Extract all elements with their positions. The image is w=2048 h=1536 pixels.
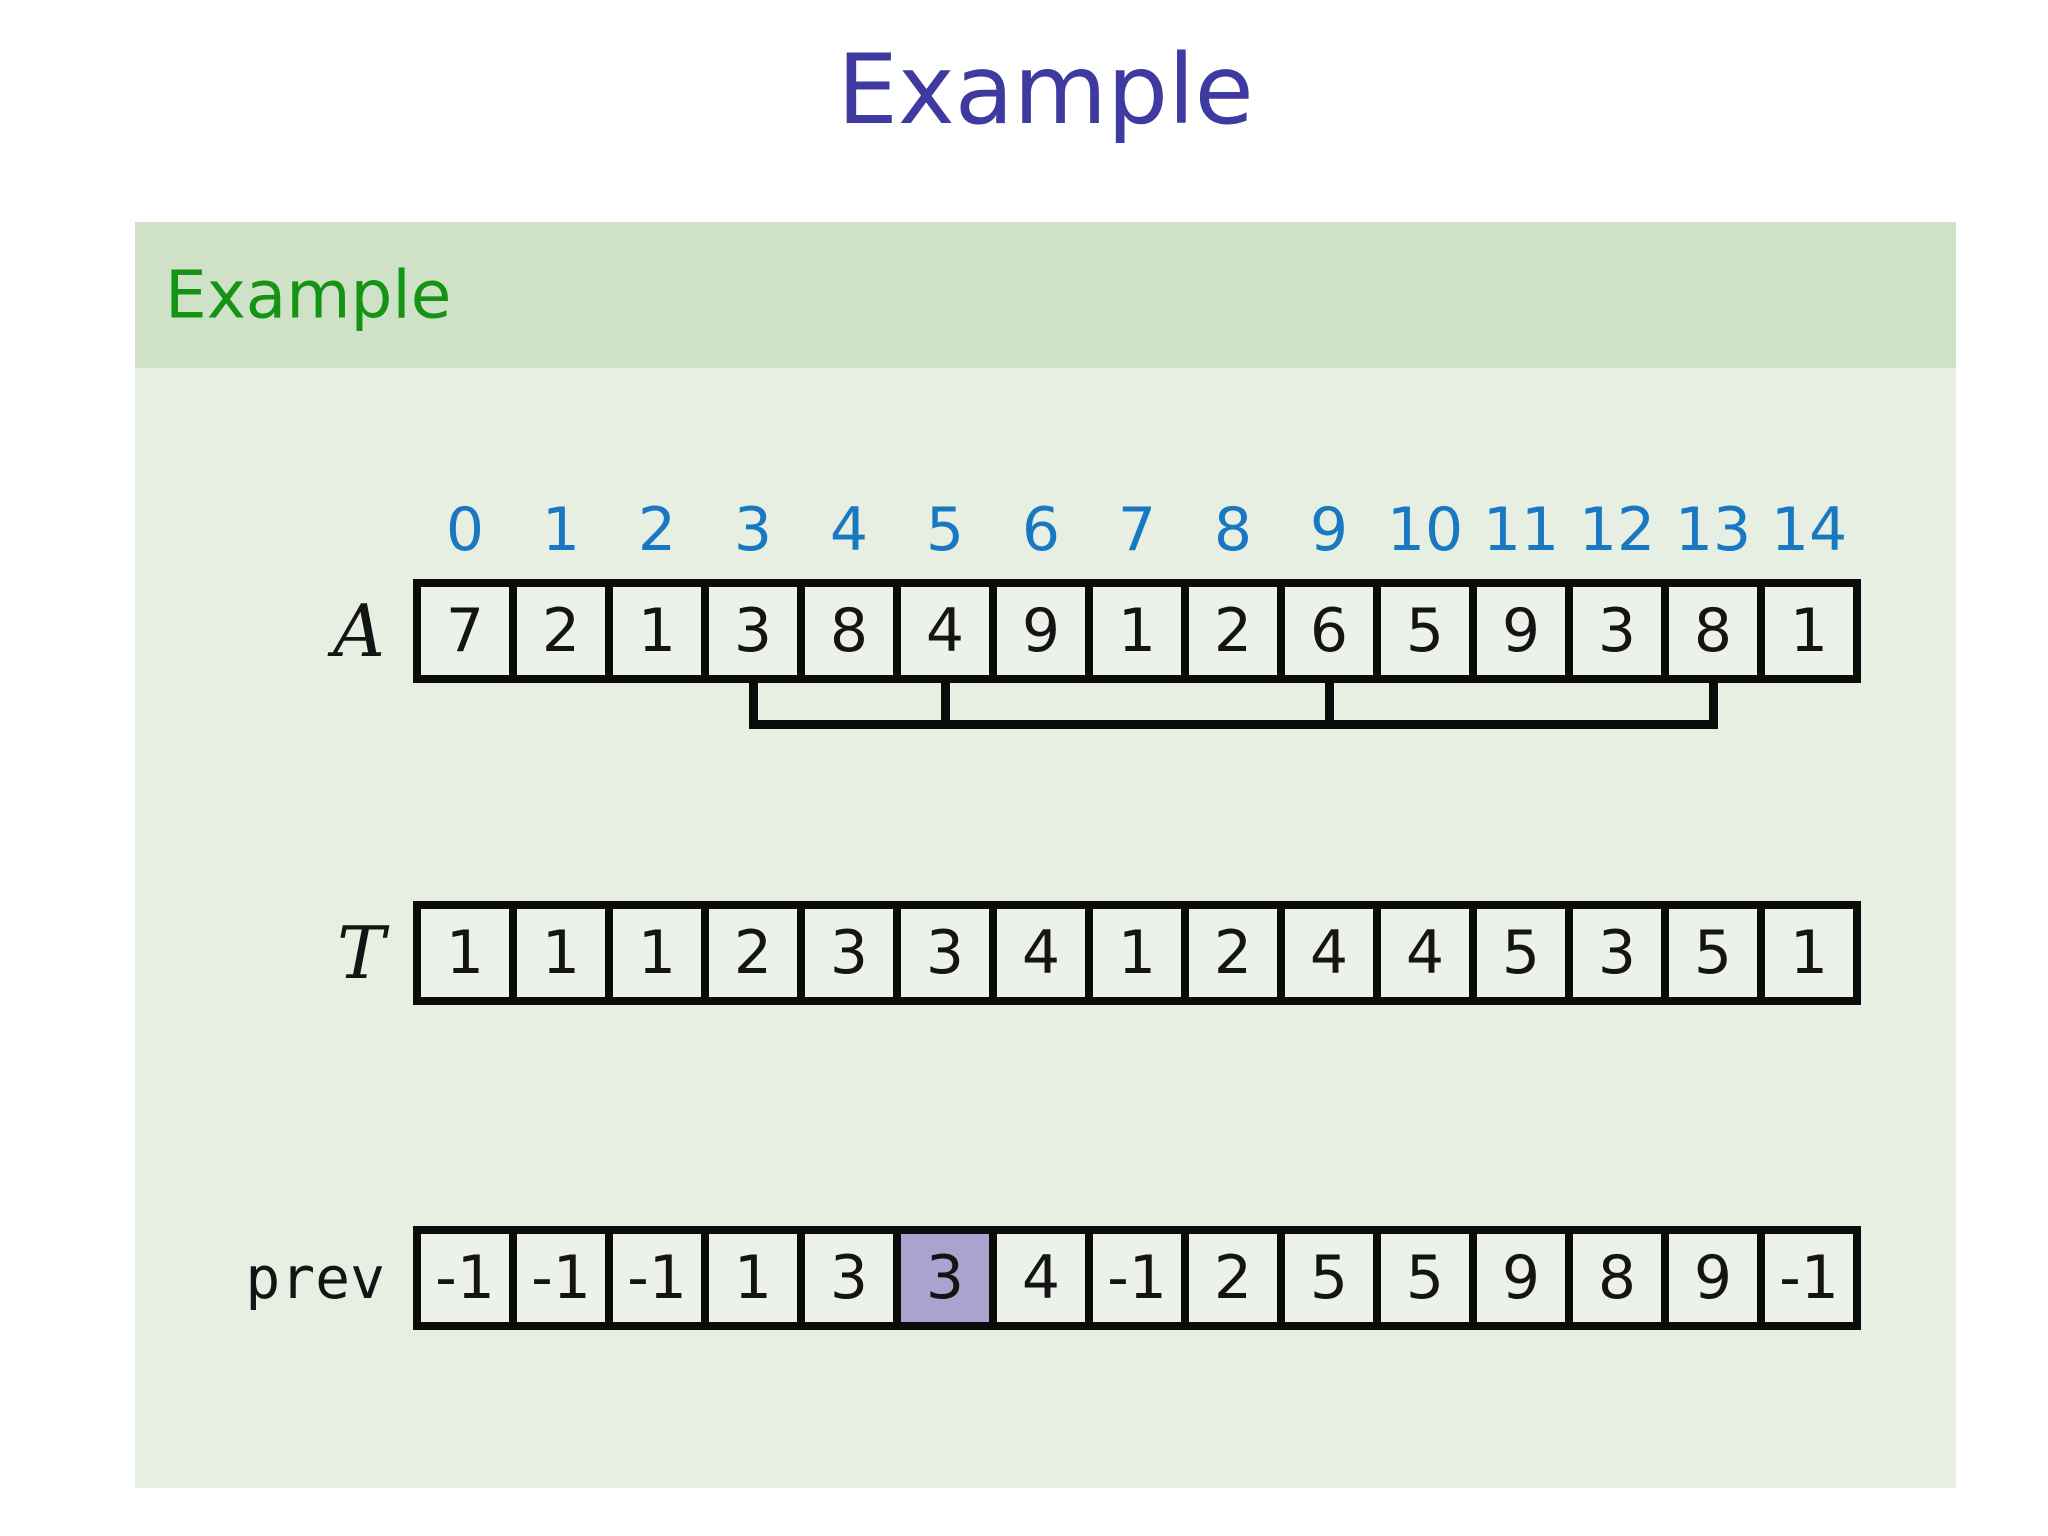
array-t-cell: 5 <box>1473 905 1569 1001</box>
array-t-cell: 3 <box>897 905 993 1001</box>
bracket-bar <box>748 720 1718 729</box>
array-t-cell: 3 <box>801 905 897 1001</box>
bracket-tick <box>1324 675 1334 729</box>
index-label: 11 <box>1482 495 1560 565</box>
array-t-label: T <box>336 911 385 995</box>
array-prev-cell: -1 <box>1089 1230 1185 1326</box>
example-block-header: Example <box>135 222 1956 368</box>
index-label: 6 <box>1021 495 1061 565</box>
array-a-cell: 2 <box>513 583 609 679</box>
array-prev-cell: -1 <box>417 1230 513 1326</box>
index-label: 13 <box>1674 495 1752 565</box>
array-a-cell: 9 <box>993 583 1089 679</box>
array-prev-cell: 8 <box>1569 1230 1665 1326</box>
array-a-cell: 7 <box>417 583 513 679</box>
array-a-cell: 4 <box>897 583 993 679</box>
index-label: 3 <box>733 495 773 565</box>
range-bracket <box>417 675 1857 735</box>
array-t-cell: 2 <box>705 905 801 1001</box>
index-label: 4 <box>829 495 869 565</box>
array-a-cell: 6 <box>1281 583 1377 679</box>
array-prev-cell: 4 <box>993 1230 1089 1326</box>
array-prev-cell: 5 <box>1281 1230 1377 1326</box>
array-t-cell: 1 <box>513 905 609 1001</box>
array-a-label: A <box>333 589 385 673</box>
array-a-cell: 1 <box>1089 583 1185 679</box>
array-t-cell: 1 <box>609 905 705 1001</box>
array-prev-cell: 9 <box>1665 1230 1761 1326</box>
array-t-cell: 4 <box>1377 905 1473 1001</box>
array-t-cell: 4 <box>993 905 1089 1001</box>
index-label: 10 <box>1386 495 1464 565</box>
index-label: 2 <box>637 495 677 565</box>
index-label: 12 <box>1578 495 1656 565</box>
array-a-cell: 3 <box>705 583 801 679</box>
array-a-cell: 3 <box>1569 583 1665 679</box>
array-prev-cell: -1 <box>609 1230 705 1326</box>
array-a-cell: 9 <box>1473 583 1569 679</box>
array-prev-cell: 2 <box>1185 1230 1281 1326</box>
array-a-cell: 1 <box>609 583 705 679</box>
array-a-cell: 5 <box>1377 583 1473 679</box>
example-block-title: Example <box>165 256 452 334</box>
index-label: 0 <box>445 495 485 565</box>
array-t-cell: 5 <box>1665 905 1761 1001</box>
array-prev-label: prev <box>245 1244 385 1312</box>
index-label: 1 <box>541 495 581 565</box>
array-a-cell: 8 <box>801 583 897 679</box>
index-label: 5 <box>925 495 965 565</box>
bracket-tick <box>940 675 950 729</box>
array-t-cell: 2 <box>1185 905 1281 1001</box>
array-a-cell: 1 <box>1761 583 1857 679</box>
index-label: 8 <box>1213 495 1253 565</box>
array-t-cell: 3 <box>1569 905 1665 1001</box>
index-label: 9 <box>1309 495 1349 565</box>
array-t-cell: 4 <box>1281 905 1377 1001</box>
index-label: 7 <box>1117 495 1157 565</box>
array-a-cell: 2 <box>1185 583 1281 679</box>
bracket-tick <box>1708 675 1718 729</box>
array-t-cell: 1 <box>417 905 513 1001</box>
array-prev-cell: 1 <box>705 1230 801 1326</box>
array-t-cell: 1 <box>1089 905 1185 1001</box>
array-prev-cell: 9 <box>1473 1230 1569 1326</box>
array-prev-cell: -1 <box>513 1230 609 1326</box>
array-t-cell: 1 <box>1761 905 1857 1001</box>
index-label: 14 <box>1770 495 1848 565</box>
array-a-cell: 8 <box>1665 583 1761 679</box>
array-prev-cell: 3 <box>897 1230 993 1326</box>
array-prev-cell: 3 <box>801 1230 897 1326</box>
bracket-tick <box>748 675 758 729</box>
array-prev-cell: 5 <box>1377 1230 1473 1326</box>
array-prev-cell: -1 <box>1761 1230 1857 1326</box>
slide-title: Example <box>837 34 1254 146</box>
